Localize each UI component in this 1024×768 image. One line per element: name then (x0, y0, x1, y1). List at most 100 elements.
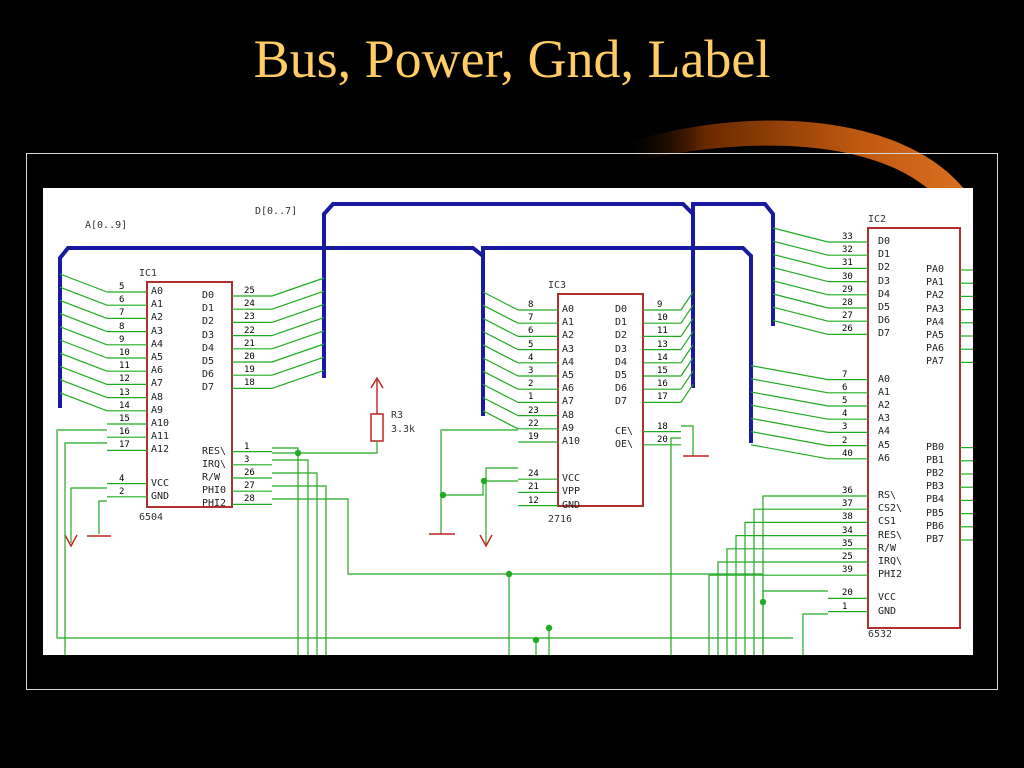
ic3-pin-number: 6 (528, 326, 534, 337)
bus-entry (772, 240, 829, 256)
bus-entry (59, 273, 108, 293)
ic2-pin-number: 39 (842, 565, 853, 576)
ic3-pin-label: D4 (615, 356, 628, 368)
ic1-pin-number: 4 (119, 473, 125, 484)
bus-entry (271, 317, 325, 337)
ic1-pin-number: 5 (119, 282, 125, 292)
ic2-pin-label: D4 (878, 288, 891, 300)
address-bus-branch (481, 246, 753, 443)
ic3-pin-number: 1 (528, 392, 534, 403)
bus-entry (59, 379, 108, 399)
ic2-pin-label: PHI2 (878, 569, 903, 581)
ic1-pin-label: RES\ (202, 445, 227, 457)
bus-entry (680, 304, 694, 324)
bus-entry (772, 319, 829, 335)
bus-entry (772, 293, 829, 309)
ic1-pin-label: A5 (151, 352, 164, 363)
ic3-pin-label: A2 (562, 330, 575, 342)
ic1-pin-label: A11 (151, 431, 170, 443)
ic1-a11-wire (64, 442, 107, 655)
ic1-pin-label: A0 (151, 286, 164, 297)
bus-entry (271, 369, 325, 389)
ic3-a10-wire (440, 429, 518, 534)
ic2-pin-label: PB5 (926, 507, 945, 519)
ic3-pin-label: OE\ (615, 438, 634, 450)
ic2-pin-number: 5 (842, 396, 848, 406)
ic2-pin-label: A0 (878, 373, 891, 385)
bus-entry (772, 306, 829, 322)
ic2-pin-number: 1 (842, 601, 848, 612)
bus-entry (680, 370, 694, 390)
ic1-res-wire (272, 447, 299, 655)
ic2-part: 6532 (868, 629, 893, 640)
bus-entry (59, 365, 108, 385)
bus-entry (482, 304, 519, 324)
ic3-pin-label: A3 (562, 343, 575, 355)
ic2-pin-number: 33 (842, 232, 853, 242)
ic1-pin-number: 3 (244, 454, 250, 465)
ic3-pin-number: 4 (528, 352, 534, 363)
bus-entry (59, 352, 108, 372)
ic2-pin-number: 37 (842, 499, 853, 510)
ic2-pin-number: 25 (842, 552, 853, 562)
ic2-pin-label: PA4 (926, 316, 945, 328)
ic3-pin-number: 14 (657, 352, 668, 363)
ic2-pin-label: PB2 (926, 468, 945, 479)
ic2-pin-label: PB3 (926, 481, 945, 493)
schematic-wires (56, 202, 973, 655)
ic1-pin-number: 13 (119, 387, 130, 398)
ic2-pin-label: PA0 (926, 264, 945, 275)
bus-entry (750, 444, 829, 460)
ic2-pin-number: 30 (842, 271, 853, 282)
content-frame (26, 153, 998, 690)
bus-entry (271, 303, 325, 323)
junction-dot (545, 624, 553, 632)
ic2-pin-number: 26 (842, 324, 853, 335)
ic1-pin-number: 26 (244, 468, 255, 478)
ic2-pin-number: 4 (842, 409, 848, 420)
ic2-pin-label: D1 (878, 249, 891, 261)
ic1-pin-label: D5 (202, 356, 215, 367)
bus-entry (750, 378, 829, 394)
bus-entry (59, 339, 108, 359)
r3-value: 3.3k (391, 424, 416, 435)
ic2-pin-label: VCC (878, 592, 897, 604)
ic2-pin-label: PA2 (926, 290, 945, 302)
ic1-vcc-wire (70, 487, 107, 543)
ic1-pin-label: D0 (202, 290, 215, 301)
bus-entry (680, 291, 694, 311)
ic1-pin-label: A8 (151, 391, 164, 403)
ic2-pin-label: D2 (878, 262, 891, 274)
vcc-arrow (479, 534, 493, 548)
ic1-phi2-wire (272, 498, 763, 575)
ic3-pin-number: 15 (657, 366, 668, 376)
ic1-pin-number: 11 (119, 361, 130, 372)
ic3-pin-label: A4 (562, 356, 575, 368)
ic3-pin-number: 7 (528, 313, 534, 324)
ic3-pin-label: CE\ (615, 425, 634, 437)
ic3-pin-number: 23 (528, 405, 539, 416)
bus-entry (271, 343, 325, 363)
ic3-pin-label: D7 (615, 396, 628, 408)
ic1-pin-label: VCC (151, 477, 170, 489)
ic3-oe-wire (670, 437, 681, 655)
slide-title: Bus, Power, Gnd, Label (253, 29, 771, 89)
junction-dot (505, 570, 513, 578)
bus-entry (59, 326, 108, 346)
ic2-pin-number: 31 (842, 258, 853, 269)
addr-bus-label: A[0..9] (85, 220, 128, 231)
ic1-pin-number: 10 (119, 348, 130, 358)
bus-entry (482, 331, 519, 351)
ic1-pin-number: 18 (244, 378, 255, 389)
ic2-gnd-wire (802, 613, 828, 655)
bus-entry (680, 344, 694, 364)
ic2-pin-number: 36 (842, 486, 853, 496)
ic2-pin-label: GND (878, 605, 897, 617)
ic3-pin-number: 18 (657, 421, 668, 432)
ic3-pin-label: GND (562, 499, 581, 511)
ic2-pin-label: RS\ (878, 490, 897, 501)
ic1-gnd-wire (98, 500, 107, 534)
ic3-pin-number: 19 (528, 432, 539, 442)
ic3-pin-label: D3 (615, 343, 628, 355)
ic2-pin-label: IRQ\ (878, 556, 903, 567)
